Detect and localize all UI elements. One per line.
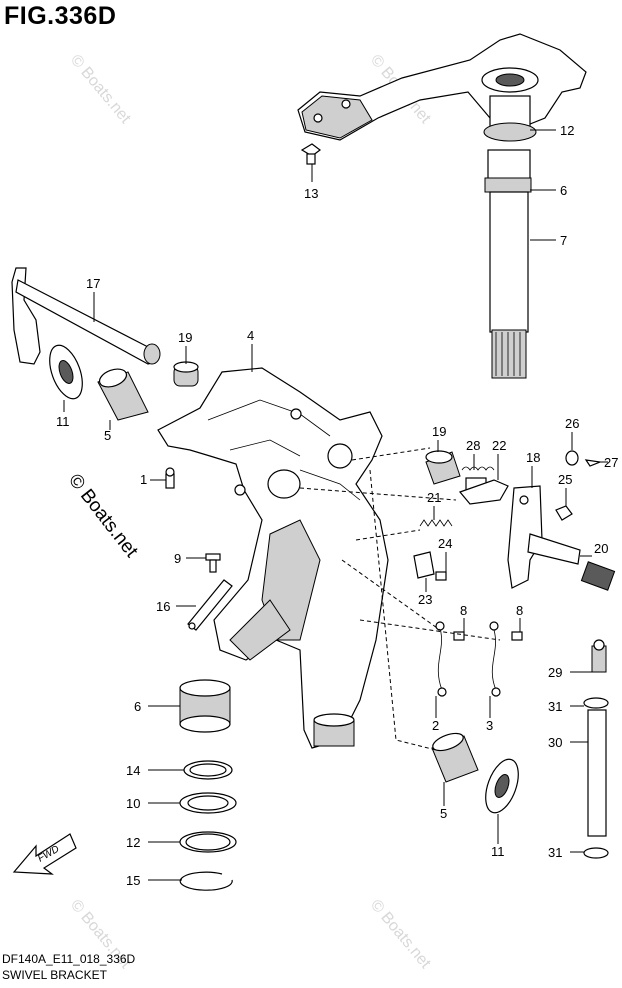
- callout-label: 3: [486, 718, 493, 733]
- clamp-31-lower: [583, 847, 609, 859]
- callout-label: 30: [548, 735, 562, 750]
- washer-11-left: [49, 344, 83, 400]
- callout-label: 5: [440, 806, 447, 821]
- callout-label: 7: [560, 233, 567, 248]
- screws-8: [453, 631, 523, 641]
- callout-label: 11: [491, 844, 505, 859]
- callout-label: 9: [174, 551, 181, 566]
- spring-21: [419, 519, 453, 527]
- washer-11-right: [485, 758, 519, 814]
- swivel-shaft: [483, 95, 537, 379]
- bushing-5-left: [97, 368, 149, 421]
- callout-label: 14: [126, 763, 140, 778]
- wire-3: [489, 621, 501, 697]
- callout-label: 5: [104, 428, 111, 443]
- figure-code: DF140A_E11_018_336D: [2, 952, 136, 966]
- callout-label: 19: [178, 330, 192, 345]
- callout-label: 31: [548, 699, 562, 714]
- snap-ring-15: [179, 871, 233, 891]
- callout-label: 8: [460, 603, 467, 618]
- figure-name: SWIVEL BRACKET: [2, 968, 107, 982]
- leader-lines: [63, 129, 608, 881]
- callout-label: 10: [126, 796, 140, 811]
- callout-label: 23: [418, 592, 432, 607]
- callout-label: 28: [466, 438, 480, 453]
- callout-label: 16: [156, 599, 170, 614]
- callout-label: 12: [126, 835, 140, 850]
- watermark-layer: © Boats.net © Boats.net © Boats.net © Bo…: [64, 52, 434, 973]
- callout-label: 15: [126, 873, 140, 888]
- bushing-6-lower: [179, 679, 231, 733]
- callout-label: 26: [565, 416, 579, 431]
- tilt-lever: [11, 267, 161, 365]
- hose-30: [587, 709, 607, 837]
- callout-label: 11: [56, 414, 70, 429]
- callout-label: 1: [140, 472, 147, 487]
- nut-25: [555, 505, 573, 521]
- pin-27: [584, 459, 603, 467]
- callout-label: 24: [438, 536, 452, 551]
- lock-arm-18: [507, 485, 581, 589]
- callout-label: 25: [558, 472, 572, 487]
- watermark-text: © Boats.net: [367, 897, 434, 973]
- grease-fitting-29: [591, 639, 607, 673]
- wire-2: [435, 621, 447, 697]
- callout-label: 8: [516, 603, 523, 618]
- steering-arm: [297, 33, 587, 141]
- figure-title: FIG.336D: [4, 2, 117, 30]
- callout-label: 27: [604, 455, 618, 470]
- callout-label: 20: [594, 541, 608, 556]
- swivel-bracket-casting: [157, 367, 389, 749]
- grease-nipple-1: [165, 467, 175, 489]
- callout-label: 18: [526, 450, 540, 465]
- washer-14: [183, 760, 233, 780]
- callout-label: 12: [560, 123, 574, 138]
- fwd-arrow: FWD: [12, 833, 77, 875]
- lever-22: [458, 479, 509, 505]
- callout-label: 4: [247, 328, 254, 343]
- collar-19-upper: [173, 361, 199, 387]
- ring-12-lower: [179, 831, 237, 853]
- clip-16: [187, 579, 233, 631]
- callout-label: 6: [134, 699, 141, 714]
- callout-label: 22: [492, 438, 506, 453]
- watermark-main: © Boats.net: [64, 470, 142, 562]
- screw-9: [205, 553, 221, 573]
- callout-label: 31: [548, 845, 562, 860]
- callout-label: 2: [432, 718, 439, 733]
- collar-19-right: [425, 450, 461, 485]
- callout-label: 17: [86, 276, 100, 291]
- bolt-13: [300, 143, 321, 165]
- grip-20: [580, 561, 616, 591]
- callout-label: 13: [304, 186, 318, 201]
- callout-label: 29: [548, 665, 562, 680]
- callout-label: 21: [427, 490, 441, 505]
- callout-labels: 12 6 7 13 17 19 4 11 5 1 9 16 6 14 10 12…: [56, 123, 618, 888]
- plate-23: [413, 551, 435, 579]
- clamp-31-upper: [583, 697, 609, 709]
- washer-10: [179, 792, 237, 814]
- watermark-text: © Boats.net: [67, 52, 134, 128]
- callout-label: 19: [432, 424, 446, 439]
- screw-24: [435, 571, 447, 581]
- bushing-5-right: [431, 732, 479, 783]
- washer-26: [565, 450, 579, 466]
- callout-label: 6: [560, 183, 567, 198]
